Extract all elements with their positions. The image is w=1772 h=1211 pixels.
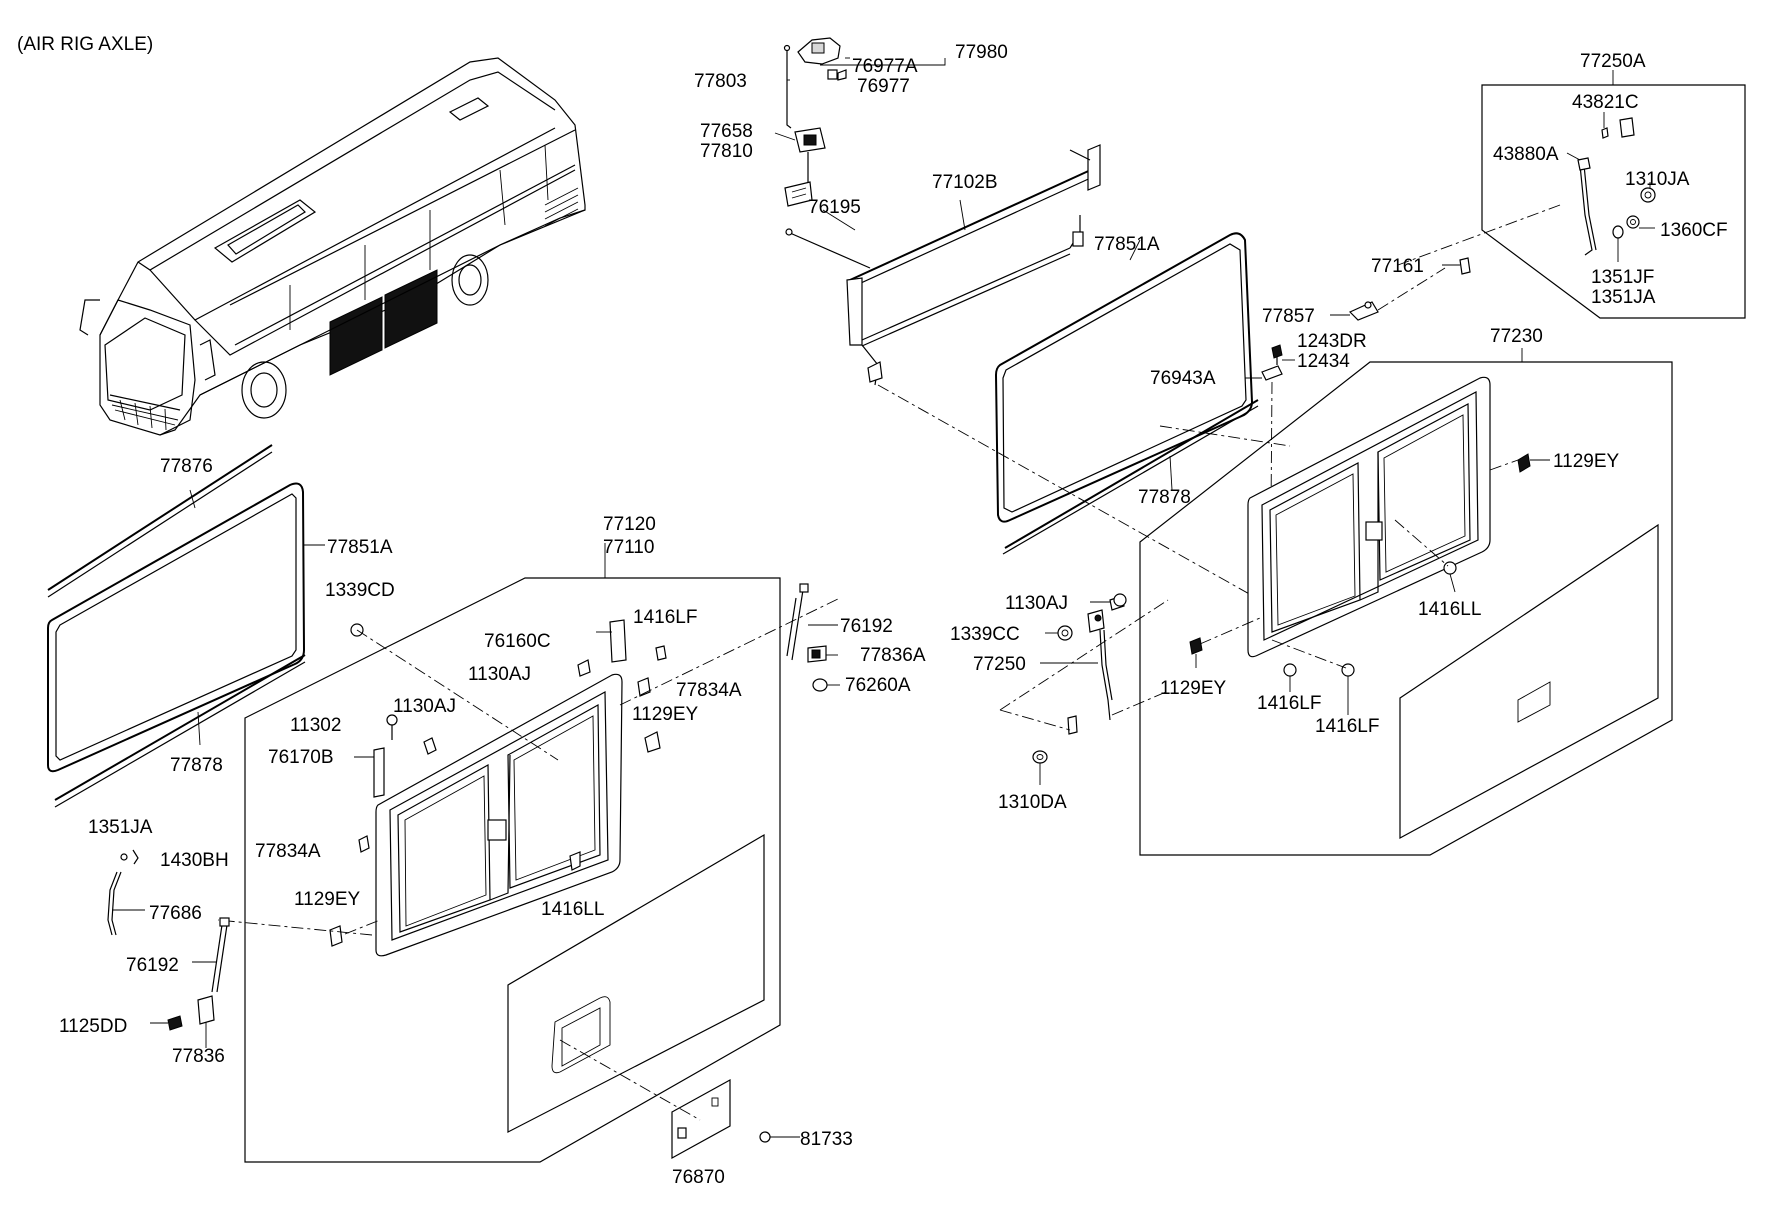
label-1243DR: 1243DR xyxy=(1297,331,1367,352)
window-frame-77102B xyxy=(846,144,1261,601)
part-labels: 77803 76977A 76977 77980 77658 77810 761… xyxy=(59,42,1728,1188)
label-1416LL-b: 1416LL xyxy=(1418,599,1481,620)
label-1129EY-a: 1129EY xyxy=(632,704,699,725)
lower-left-parts xyxy=(107,849,230,1048)
label-77250A: 77250A xyxy=(1580,51,1646,72)
label-77686: 77686 xyxy=(149,903,202,924)
label-1416LF-c: 1416LF xyxy=(1315,716,1379,737)
label-76943A: 76943A xyxy=(1150,368,1216,389)
inset-77250A xyxy=(1397,70,1746,319)
label-76192-b: 76192 xyxy=(126,955,179,976)
label-76870: 76870 xyxy=(672,1167,725,1188)
label-43821C: 43821C xyxy=(1572,92,1639,113)
glass-seal-77851A-top xyxy=(994,232,1254,523)
label-12434: 12434 xyxy=(1297,351,1350,372)
label-1416LF-b: 1416LF xyxy=(1257,693,1321,714)
rod-assembly-77250 xyxy=(999,593,1169,785)
label-77230: 77230 xyxy=(1490,326,1543,347)
label-77834A-a: 77834A xyxy=(676,680,742,701)
label-1129EY-c: 1129EY xyxy=(1553,451,1620,472)
gas-strut-76192-top xyxy=(786,583,840,692)
label-76195: 76195 xyxy=(808,197,861,218)
label-77857: 77857 xyxy=(1262,306,1315,327)
diagram-caption: (AIR RIG AXLE) xyxy=(17,34,153,55)
label-43880A: 43880A xyxy=(1493,144,1559,165)
label-77120: 77120 xyxy=(603,514,656,535)
label-1130AJ-a: 1130AJ xyxy=(468,664,531,685)
assembly-77230 xyxy=(1139,348,1673,856)
label-77836: 77836 xyxy=(172,1046,225,1067)
label-81733: 81733 xyxy=(800,1129,853,1150)
label-1416LL-a: 1416LL xyxy=(541,899,604,920)
label-11302: 11302 xyxy=(290,715,341,736)
label-77876: 77876 xyxy=(160,456,213,477)
assembly-77120-77110 xyxy=(217,543,841,1163)
label-76977: 76977 xyxy=(857,76,910,97)
label-1130AJ-c: 1130AJ xyxy=(1005,593,1068,614)
label-1129EY-b: 1129EY xyxy=(294,889,361,910)
label-77102B: 77102B xyxy=(932,172,998,193)
label-1360CF: 1360CF xyxy=(1660,220,1728,241)
label-77980: 77980 xyxy=(955,42,1008,63)
label-76170B: 76170B xyxy=(268,747,334,768)
label-76192-a: 76192 xyxy=(840,616,893,637)
label-77878-top: 77878 xyxy=(1138,487,1191,508)
label-1416LF-a: 1416LF xyxy=(633,607,697,628)
label-77250: 77250 xyxy=(973,654,1026,675)
label-77110: 77110 xyxy=(603,537,654,558)
left-seal-set xyxy=(47,444,325,808)
label-77878-left: 77878 xyxy=(170,755,223,776)
label-76260A: 76260A xyxy=(845,675,911,696)
label-77836A: 77836A xyxy=(860,645,926,666)
moulding-77878-top xyxy=(1002,399,1259,555)
label-77851A-left: 77851A xyxy=(327,537,393,558)
label-1310DA: 1310DA xyxy=(998,792,1067,813)
label-1310JA: 1310JA xyxy=(1625,169,1690,190)
label-77658: 77658 xyxy=(700,121,753,142)
label-1125DD: 1125DD xyxy=(59,1016,127,1037)
label-77834A-b: 77834A xyxy=(255,841,321,862)
label-76977A: 76977A xyxy=(852,56,918,77)
upper-window-mechanism xyxy=(774,37,946,269)
label-77810: 77810 xyxy=(700,141,753,162)
label-1130AJ-b: 1130AJ xyxy=(393,696,456,717)
label-1351JF: 1351JF xyxy=(1591,267,1654,288)
label-77161: 77161 xyxy=(1371,256,1424,277)
label-1351JA-right: 1351JA xyxy=(1591,287,1656,308)
label-1129EY-d: 1129EY xyxy=(1160,678,1227,699)
label-1351JA-left: 1351JA xyxy=(88,817,153,838)
label-1339CD: 1339CD xyxy=(325,580,395,601)
label-1430BH: 1430BH xyxy=(160,850,229,871)
label-76160C: 76160C xyxy=(484,631,551,652)
label-1339CC: 1339CC xyxy=(950,624,1020,645)
label-77803: 77803 xyxy=(694,71,747,92)
bus-illustration xyxy=(79,57,586,436)
label-77851A-top: 77851A xyxy=(1094,234,1160,255)
